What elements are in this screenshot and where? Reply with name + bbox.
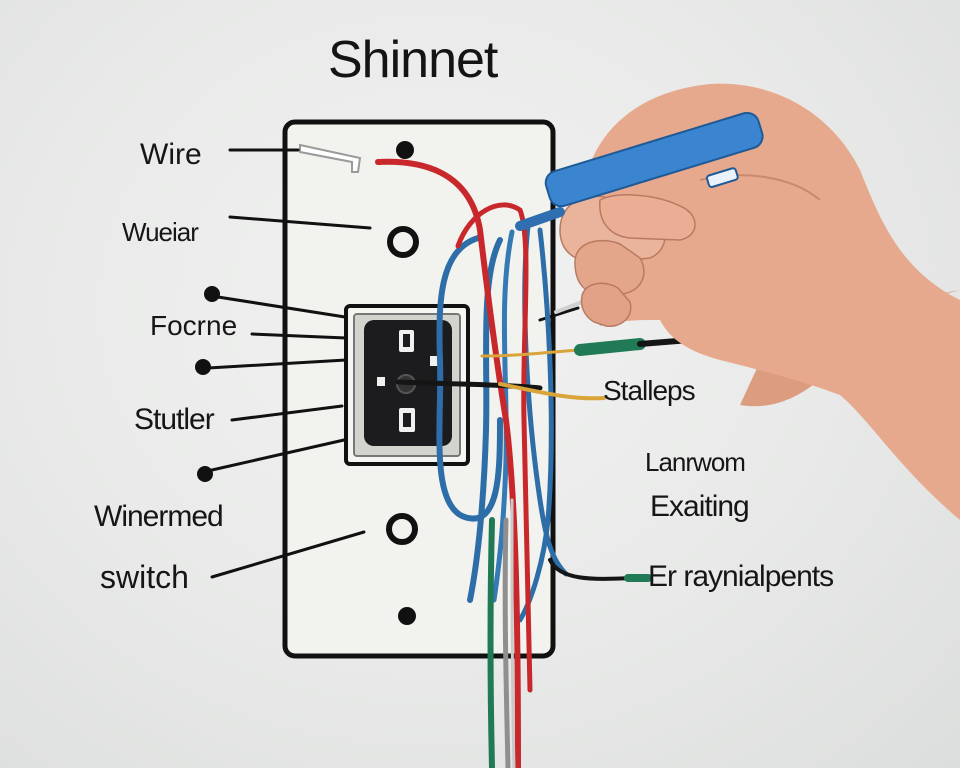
hand-palm xyxy=(581,83,960,520)
leader-line-wueiar xyxy=(228,215,372,230)
screwdriver-handle xyxy=(544,111,764,208)
leader-line-stutler xyxy=(230,404,344,422)
bullet-dot-3 xyxy=(197,466,213,482)
wire-yellow xyxy=(498,382,606,401)
label-right-2: Lanrwom xyxy=(645,447,746,477)
wire-green-connector xyxy=(574,338,646,356)
wire-black-right xyxy=(548,558,634,581)
leader-line-focrne xyxy=(216,295,347,319)
hand-icon xyxy=(559,83,960,520)
outlet-slot-top-inner xyxy=(403,334,410,347)
outlet-slot-bottom-inner xyxy=(403,413,411,427)
label-left-4: Stutler xyxy=(134,403,215,436)
label-left-6: switch xyxy=(100,559,189,595)
wire-green-down xyxy=(487,517,495,768)
hand-finger-2 xyxy=(574,239,645,295)
hand-finger-3 xyxy=(580,282,632,327)
wire-black-center xyxy=(395,379,543,391)
leader-line-dot xyxy=(206,358,348,370)
wire-blue-loop-outer xyxy=(436,235,503,522)
label-right-3: Exaiting xyxy=(650,490,750,523)
bullet-dot-1 xyxy=(204,286,220,302)
wire-blue-5 xyxy=(517,227,554,623)
leader-line-switch xyxy=(210,530,366,579)
screwdriver-shaft xyxy=(515,207,565,231)
screw-ring-lower xyxy=(386,513,418,545)
wire-yellow-2 xyxy=(480,348,582,358)
label-left-2: Wueiar xyxy=(122,217,199,247)
screwdriver-icon xyxy=(515,111,764,231)
wire-small-tab xyxy=(554,300,584,314)
label-left-3: Focrne xyxy=(150,310,238,341)
screw-hole-top xyxy=(396,141,414,159)
bullet-dot-2 xyxy=(195,359,211,375)
wire-red-top xyxy=(375,158,521,768)
outlet-slot-right xyxy=(430,356,440,366)
label-right-4: Er raynialpents xyxy=(648,560,834,593)
leader-line-winermed xyxy=(210,438,346,472)
label-left-1: Wire xyxy=(140,138,202,171)
wire-bundle xyxy=(375,158,693,768)
screwdriver-clip xyxy=(705,167,739,188)
screw-hole-bottom xyxy=(398,607,416,625)
outlet-slot-left xyxy=(377,377,385,386)
label-right-1: Stalleps xyxy=(603,375,696,406)
leader-lines xyxy=(206,148,580,579)
label-left-5: Winermed xyxy=(94,500,224,533)
connector-tab xyxy=(299,143,362,173)
hand-thumb-over xyxy=(599,194,696,241)
wire-grey-down xyxy=(502,517,511,768)
leader-line-focrne-2 xyxy=(250,332,348,340)
wire-grey-down-2 xyxy=(510,498,516,768)
screw-ring-upper xyxy=(387,226,419,258)
diagram-title: Shinnet xyxy=(328,31,498,89)
